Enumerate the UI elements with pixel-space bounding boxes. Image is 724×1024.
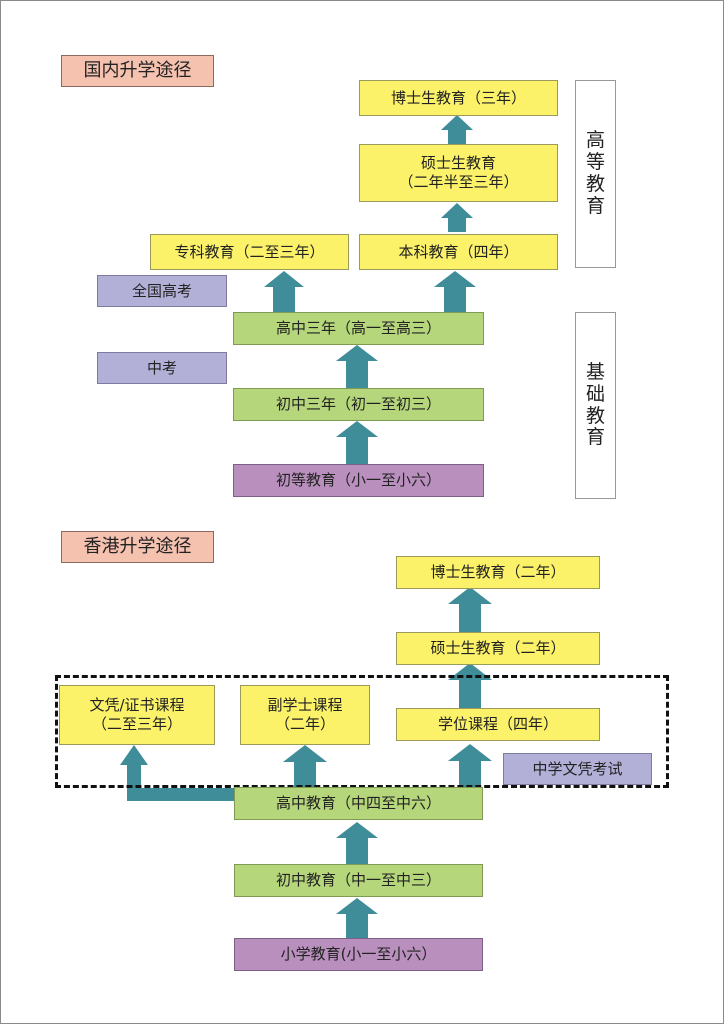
dse-exam-box: 中学文凭考试 <box>503 753 652 785</box>
higher-char: 高 <box>585 129 605 152</box>
hongkong-section-title: 香港升学途径 <box>61 531 214 563</box>
arrow-up-icon <box>448 744 492 787</box>
basic-char: 育 <box>585 426 605 449</box>
arrow-up-icon <box>448 587 492 632</box>
hk-diploma-box: 文凭/证书课程 （二至三年） <box>59 685 215 745</box>
arrow-up-icon <box>283 745 327 787</box>
basic-char: 教 <box>585 404 605 427</box>
higher-char: 教 <box>585 173 605 195</box>
hk-phd-box: 博士生教育（二年） <box>396 556 600 589</box>
hk-associate-line1: 副学士课程 <box>267 696 343 715</box>
arrow-up-icon <box>441 203 473 232</box>
arrow-up-icon <box>441 115 473 144</box>
hk-diploma-line1: 文凭/证书课程 <box>89 696 185 715</box>
domestic-master-line1: 硕士生教育 <box>420 154 496 173</box>
hk-junior-secondary-box: 初中教育（中一至中三） <box>234 864 483 897</box>
domestic-section-title: 国内升学途径 <box>61 55 214 87</box>
arrow-up-icon <box>336 898 378 938</box>
higher-char: 等 <box>585 151 605 174</box>
domestic-junior-high-box: 初中三年（初一至初三） <box>233 388 484 421</box>
basic-education-label: 基 础 教 育 <box>575 312 616 499</box>
domestic-primary-box: 初等教育（小一至小六） <box>233 464 484 497</box>
arrow-up-icon <box>336 421 378 464</box>
domestic-senior-high-box: 高中三年（高一至高三） <box>233 312 484 345</box>
arrow-up-icon <box>434 271 476 312</box>
domestic-master-box: 硕士生教育 （二年半至三年） <box>359 144 558 202</box>
domestic-master-line2: （二年半至三年） <box>398 173 519 191</box>
hk-primary-box: 小学教育(小一至小六） <box>234 938 483 971</box>
arrow-up-icon <box>448 663 492 708</box>
domestic-associate-box: 专科教育（二至三年） <box>150 234 349 270</box>
hk-master-box: 硕士生教育（二年） <box>396 632 600 665</box>
higher-education-label: 高 等 教 育 <box>575 80 616 268</box>
basic-char: 基 <box>585 360 605 383</box>
arrow-up-icon <box>336 345 378 388</box>
hk-associate-box: 副学士课程 （二年） <box>240 685 370 745</box>
higher-char: 育 <box>585 194 605 217</box>
elbow-arrow-icon <box>120 745 236 801</box>
hk-diploma-line2: （二至三年） <box>91 715 182 733</box>
hk-degree-box: 学位课程（四年） <box>396 708 600 741</box>
zhongkao-exam-box: 中考 <box>97 352 227 384</box>
domestic-bachelor-box: 本科教育（四年） <box>359 234 558 270</box>
gaokao-exam-box: 全国高考 <box>97 275 227 307</box>
hk-associate-line2: （二年） <box>274 715 335 733</box>
arrow-up-icon <box>264 271 304 312</box>
arrow-up-icon <box>336 822 378 864</box>
domestic-phd-box: 博士生教育（三年） <box>359 80 558 116</box>
post-secondary-dashed-group <box>55 675 669 788</box>
hk-senior-secondary-box: 高中教育（中四至中六） <box>234 787 483 820</box>
basic-char: 础 <box>585 382 605 405</box>
